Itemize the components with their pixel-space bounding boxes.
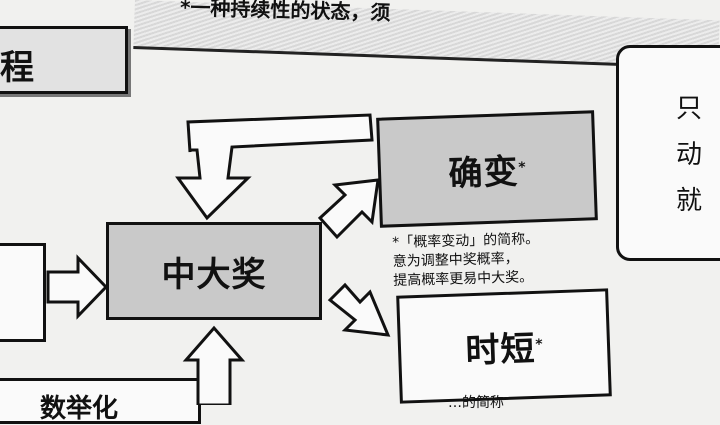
flow-arrows bbox=[46, 113, 391, 405]
arrow-into-jackpot bbox=[46, 254, 109, 320]
side-card-char1: 只 bbox=[676, 94, 703, 124]
arrow-loop-back bbox=[175, 113, 374, 221]
left-partial-box bbox=[0, 243, 46, 342]
arrow-up-into-jackpot bbox=[182, 325, 246, 405]
side-card-char2: 动 bbox=[676, 140, 703, 170]
side-card-char3: 就 bbox=[676, 186, 703, 216]
jackpot-node: 中大奖 bbox=[106, 222, 322, 320]
section-title: 程 bbox=[0, 48, 34, 88]
section-title-box bbox=[0, 26, 128, 94]
jackpot-label: 中大奖 bbox=[161, 254, 267, 295]
arrow-to-time-short bbox=[327, 282, 391, 337]
side-card bbox=[616, 45, 720, 261]
arrow-to-probability-change bbox=[317, 178, 380, 240]
